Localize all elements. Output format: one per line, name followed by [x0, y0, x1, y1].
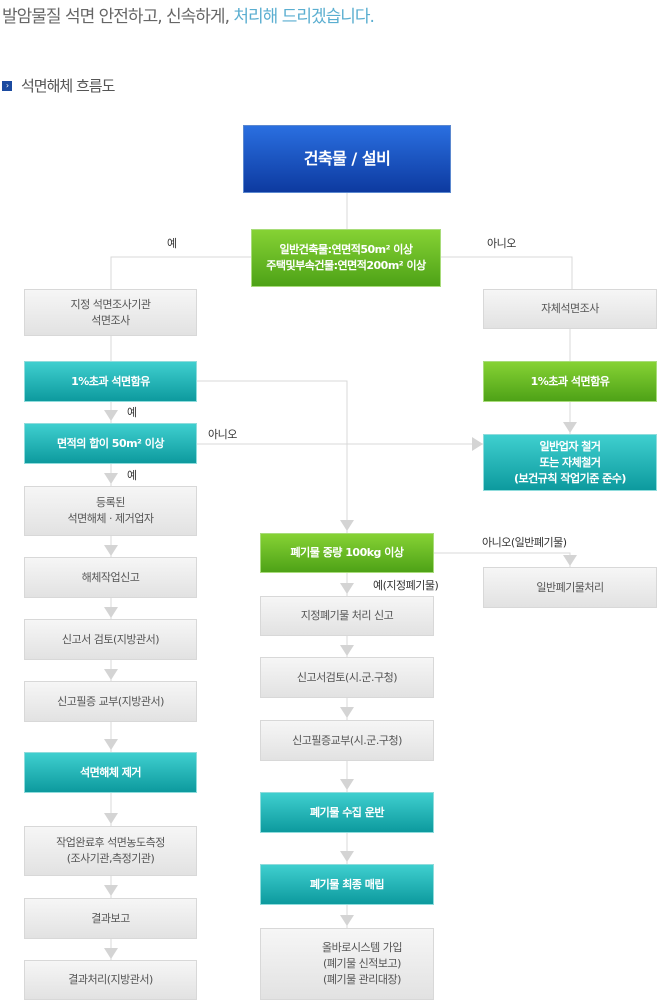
general-waste-box: 일반폐기물처리: [483, 567, 657, 608]
section-title-text: 석면해체 흐름도: [21, 77, 115, 95]
designated-waste-report-box: 지정폐기물 처리 신고: [260, 596, 434, 636]
area-over-50-box: 면적의 합이 50m² 이상: [24, 423, 197, 464]
waste-weight-box: 폐기물 중량 100kg 이상: [260, 533, 434, 573]
general-demolition-box: 일반업자 철거 또는 자체철거 (보건규칙 작업기준 준수): [483, 434, 657, 491]
label-yes-designated-waste: 예(지정폐기물): [373, 579, 439, 592]
report-review-box: 신고서 검토(지방관서): [24, 619, 197, 660]
label-yes: 예: [127, 406, 137, 419]
demolition-report-box: 해체작업신고: [24, 557, 197, 598]
waste-report-review-box: 신고서검토(시.군.구청): [260, 657, 434, 698]
certificate-issue-box: 신고필증 교부(지방관서): [24, 681, 197, 722]
self-survey-box: 자체석면조사: [483, 289, 657, 329]
designated-survey-box: 지정 석면조사기관 석면조사: [24, 289, 197, 336]
label-no-general-waste: 아니오(일반폐기물): [482, 536, 567, 549]
concentration-measure-box: 작업완료후 석면농도측정 (조사기관,측정기관): [24, 826, 197, 876]
chevron-right-icon: ›: [2, 80, 12, 91]
waste-landfill-box: 폐기물 최종 매립: [260, 864, 434, 905]
label-yes: 예: [167, 237, 177, 250]
waste-certificate-box: 신고필증교부(시.군.구청): [260, 720, 434, 761]
result-processing-box: 결과처리(지방관서): [24, 960, 197, 1000]
asbestos-removal-box: 석면해체 제거: [24, 752, 197, 793]
area-condition-box: 일반건축물:연면적50m² 이상 주택및부속건물:연면적200m² 이상: [251, 229, 441, 287]
label-yes: 예: [127, 469, 137, 482]
asbestos-over-1pct-box: 1%초과 석면함유: [24, 361, 197, 402]
section-title: › 석면해체 흐름도: [2, 75, 115, 96]
building-equipment-box: 건축물 / 설비: [243, 125, 451, 193]
registered-contractor-box: 등록된 석면해체 · 제거업자: [24, 486, 197, 536]
label-no: 아니오: [487, 237, 516, 250]
right-asbestos-over-1pct-box: 1%초과 석면함유: [483, 361, 657, 402]
waste-transport-box: 폐기물 수집 운반: [260, 792, 434, 833]
headline-accent: 처리해 드리겠습니다.: [233, 7, 375, 27]
allbaro-system-box: 올바로시스템 가입 (폐기물 신적보고) (폐기물 관리대장): [260, 928, 434, 1000]
headline-text: 발암물질 석면 안전하고, 신속하게,: [2, 7, 234, 27]
headline: 발암물질 석면 안전하고, 신속하게, 처리해 드리겠습니다.: [2, 2, 375, 27]
label-no: 아니오: [208, 428, 237, 441]
result-report-box: 결과보고: [24, 898, 197, 939]
